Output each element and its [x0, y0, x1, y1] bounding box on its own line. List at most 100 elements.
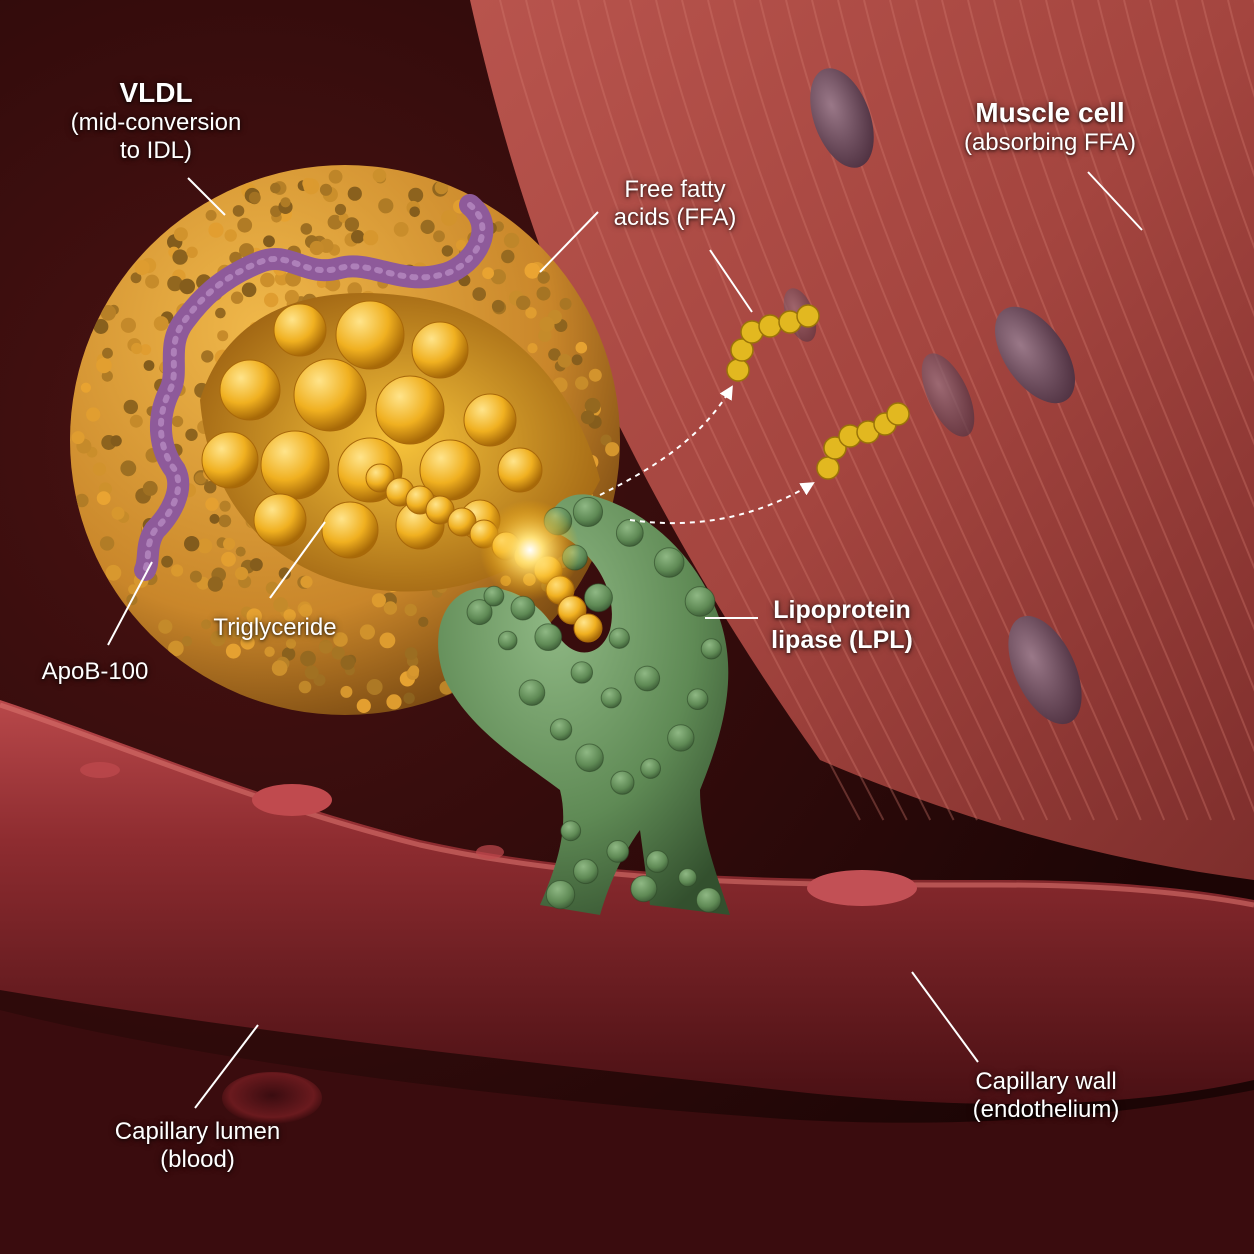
fatty-acid-bead: [796, 304, 820, 328]
triglyceride-droplet: [411, 321, 469, 379]
lpl-line1: Lipoprotein: [773, 596, 911, 624]
muscle-striations: [499, 0, 1254, 821]
phospholipid-head: [575, 341, 588, 354]
phospholipid-head: [71, 431, 85, 445]
phospholipid-head: [524, 262, 541, 279]
phospholipid-head: [223, 537, 236, 551]
phospholipid-head: [386, 694, 402, 710]
phospholipid-head: [309, 240, 324, 256]
striation-line: [733, 0, 1072, 821]
phospholipid-head: [120, 317, 136, 333]
phospholipid-head: [441, 210, 457, 226]
muscle-nucleus: [921, 353, 975, 437]
fatty-acid-bead: [886, 402, 910, 426]
lpl-residue: [600, 687, 622, 709]
phospholipid-head: [319, 183, 333, 196]
phospholipid-head: [248, 191, 261, 204]
phospholipid-head: [340, 655, 355, 670]
phospholipid-head: [580, 410, 595, 425]
phospholipid-head: [96, 491, 111, 505]
striation-line: [551, 0, 908, 821]
phospholipid-head: [283, 609, 296, 622]
triglyceride-droplet: [321, 501, 379, 559]
phospholipid-head: [271, 660, 288, 676]
phospholipid-head: [131, 342, 143, 355]
phospholipid-head: [130, 272, 142, 284]
striation-line: [837, 0, 1166, 821]
lpl-residue: [606, 839, 630, 863]
phospholipid-head: [208, 222, 224, 238]
phospholipid-head: [221, 551, 236, 567]
phospholipid-head: [161, 555, 174, 568]
triglyceride-droplet: [497, 447, 543, 493]
apob-label: ApoB-100: [20, 658, 170, 686]
lpl-residue: [573, 858, 599, 885]
phospholipid-head: [167, 275, 183, 292]
phospholipid-head: [340, 685, 353, 698]
phospholipid-head: [501, 249, 515, 264]
phospholipid-head: [318, 639, 333, 654]
phospholipid-head: [298, 680, 312, 694]
phospholipid-head: [201, 350, 214, 363]
ffa-line1: Free fatty: [624, 176, 726, 203]
striation-line: [1175, 0, 1254, 250]
lpl-residue: [583, 583, 613, 613]
vldl-subtitle-line1: (mid-conversion: [70, 109, 242, 137]
phospholipid-head: [75, 493, 89, 508]
phospholipid-head: [490, 269, 506, 285]
phospholipid-head: [185, 428, 198, 441]
phospholipid-head: [201, 619, 212, 630]
muscle-nucleus: [810, 68, 874, 168]
triglyceride-bead: [365, 463, 395, 493]
phospholipid-head: [237, 217, 253, 233]
phospholipid-head: [434, 180, 449, 195]
phospholipid-head: [539, 316, 555, 332]
phospholipid-head: [299, 604, 313, 618]
lpl-residue: [572, 496, 604, 528]
triglyceride-droplet: [375, 375, 445, 445]
triglyceride-droplet: [219, 359, 281, 421]
phospholipid-head: [240, 635, 255, 650]
phospholipid-head: [215, 307, 226, 319]
lpl-label: Lipoprotein lipase (LPL): [752, 596, 932, 655]
phospholipid-head: [588, 368, 602, 382]
phospholipid-head: [503, 232, 520, 249]
striation-line: [499, 0, 861, 821]
lpl-residue: [560, 820, 582, 842]
phospholipid-head: [168, 640, 184, 657]
endothelial-bump: [476, 845, 504, 859]
ffa-line2: acids (FFA): [613, 204, 737, 232]
phospholipid-head: [383, 601, 398, 615]
phospholipid-head: [441, 245, 454, 257]
fatty-acid-bead: [726, 358, 750, 382]
striation-line: [941, 0, 1254, 813]
phospholipid-head: [300, 223, 313, 235]
phospholipid-head: [264, 292, 279, 308]
phospholipid-head: [186, 246, 198, 258]
phospholipid-head: [516, 295, 531, 310]
vldl-title: VLDL: [119, 77, 193, 108]
phospholipid-head: [105, 564, 122, 581]
phospholipid-head: [263, 235, 275, 248]
phospholipid-head: [404, 647, 418, 660]
endothelial-bump: [80, 762, 120, 778]
muscle-subtitle: (absorbing FFA): [963, 129, 1137, 157]
phospholipid-head: [420, 219, 435, 234]
phospholipid-head: [537, 271, 550, 284]
vldl-label: VLDL (mid-conversion to IDL): [56, 76, 256, 166]
phospholipid-head: [418, 616, 429, 628]
phospholipid-head: [366, 679, 383, 695]
phospholipid-head: [249, 558, 263, 572]
phospholipid-head: [300, 575, 313, 589]
muscle-nucleus: [1008, 615, 1082, 725]
phospholipid-head: [241, 282, 257, 298]
phospholipid-head: [548, 348, 561, 361]
phospholipid-head: [600, 434, 612, 446]
lpl-residue: [518, 679, 546, 706]
phospholipid-head: [404, 603, 417, 617]
phospholipid-head: [359, 624, 375, 640]
phospholipid-head: [171, 564, 184, 577]
phospholipid-head: [302, 177, 314, 190]
